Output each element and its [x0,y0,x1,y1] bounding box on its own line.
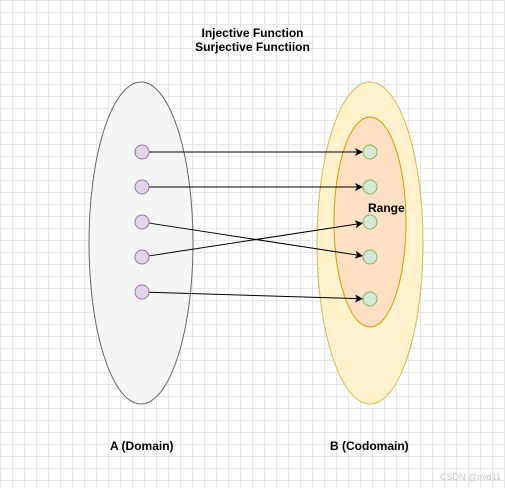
range-label: Range [368,201,405,215]
codomain-point-5 [362,291,378,307]
codomain-label: B (Codomain) [330,439,409,453]
codomain-points [362,144,378,307]
codomain-point-2 [362,179,378,195]
codomain-point-1 [362,144,378,160]
domain-point-4 [134,249,150,265]
mapping-arrow-4-to-3 [148,220,364,257]
domain-points [134,144,150,300]
domain-point-1 [134,144,150,160]
domain-point-3 [134,214,150,230]
domain-set [88,81,194,405]
title-line-surjective: Surjective Functiion [195,40,310,54]
domain-point-2 [134,179,150,195]
mapping-arrows [148,148,364,303]
domain-label: A (Domain) [110,439,174,453]
codomain-point-4 [362,249,378,265]
title-line-injective: Injective Function [201,26,304,40]
codomain-point-3 [362,214,378,230]
watermark: CSDN @nvd11 [440,472,501,482]
mapping-arrow-5-to-5 [148,291,364,303]
domain-point-5 [134,284,150,300]
